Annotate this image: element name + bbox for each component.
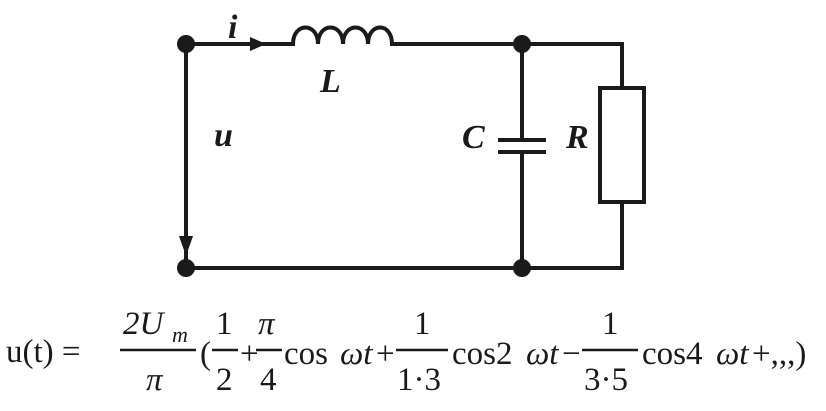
term2-denominator: 4 [260, 362, 277, 398]
formula-lhs: u(t) = [6, 334, 81, 370]
circuit-wires [184, 42, 624, 270]
voltage-arrow-icon [179, 236, 193, 256]
node-bottom [513, 259, 531, 277]
inductor-coil [291, 25, 394, 45]
term3-numerator: 1 [414, 306, 431, 342]
term3-func: cos2 [452, 336, 513, 372]
current-arrow-icon [250, 37, 266, 51]
open-paren: ( [200, 336, 211, 372]
label-inductor: L [319, 63, 341, 100]
label-voltage: u [214, 117, 233, 154]
formula: u(t) = 2U m π ( 1 2 + π 4 cos ωt + 1 1·3… [6, 306, 806, 398]
term4-denominator: 3·5 [584, 362, 628, 398]
term3-denominator: 1·3 [397, 362, 441, 398]
term4-func: cos4 [642, 336, 703, 372]
plus-1: + [240, 336, 259, 372]
term2-func: cos [284, 336, 328, 372]
term2-arg: ωt [340, 336, 373, 372]
label-current: i [228, 9, 238, 46]
term4-numerator: 1 [602, 306, 619, 342]
term2-numerator: π [258, 306, 276, 342]
node-top [513, 35, 531, 53]
label-resistor: R [565, 119, 589, 156]
term1-denominator: 2 [216, 362, 233, 398]
terminal-bottom [177, 259, 195, 277]
term3-arg: ωt [526, 336, 559, 372]
coef-numerator-sub: m [172, 322, 188, 347]
plus-2: + [376, 336, 395, 372]
minus: − [562, 336, 581, 372]
coef-numerator: 2U [123, 306, 166, 342]
term1-numerator: 1 [216, 306, 233, 342]
resistor-body [598, 86, 646, 204]
term4-arg: ωt [716, 336, 749, 372]
formula-tail: +,,,) [752, 336, 806, 372]
coef-denominator: π [146, 362, 164, 398]
terminal-top [177, 35, 195, 53]
label-capacitor: C [462, 119, 485, 156]
